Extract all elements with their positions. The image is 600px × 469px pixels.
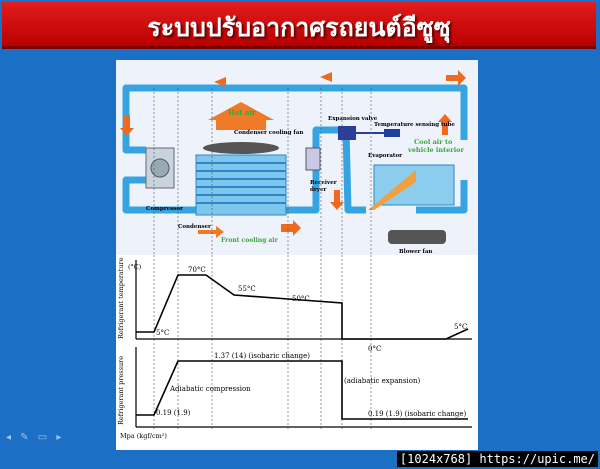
ac-system-diagram: Hot air Condenser cooling fan Compressor… xyxy=(116,60,478,255)
slide-title: ระบบปรับอากาศรถยนต์อีซูซุ xyxy=(147,13,451,42)
flow-arrow-icon xyxy=(120,115,134,136)
flow-arrow-icon xyxy=(214,77,226,87)
evaporator-label: Evaporator xyxy=(368,153,402,159)
flow-arrows xyxy=(120,70,466,236)
temp-tube-label: Temperature sensing tube xyxy=(374,122,455,128)
front-air-arrows xyxy=(198,226,224,238)
adiabatic-expansion-label: (adiabatic expansion) xyxy=(344,377,420,385)
flow-arrow-icon xyxy=(320,72,332,82)
temp-0-label: 0°C xyxy=(368,345,381,353)
condenser-fan-icon xyxy=(203,142,279,154)
cool-air-label-2: vehicle interior xyxy=(407,146,464,154)
y-top-unit: (°C) xyxy=(128,263,142,271)
cool-air-label-1: Cool air to xyxy=(414,138,453,146)
compressor-label: Compressor xyxy=(146,206,183,212)
condenser-fan-label: Condenser cooling fan xyxy=(234,130,303,136)
flow-arrow-icon xyxy=(446,70,466,86)
receiver-label-1: Receiver xyxy=(310,180,337,186)
expansion-valve-icon xyxy=(338,126,356,140)
pressure-low-right-label: 0.19 (1.9) (isobaric change) xyxy=(368,410,467,418)
refrigerant-chart-svg: Refrigerant temperature (°C) Refrigerant… xyxy=(117,255,472,440)
flow-arrow-icon xyxy=(438,114,452,135)
temperature-series-line xyxy=(136,274,469,340)
receiver-label-2: dryer xyxy=(310,187,326,193)
ac-diagram-svg: Hot air Condenser cooling fan Compressor… xyxy=(120,70,468,255)
slideshow-controls[interactable]: ◂ ✎ ▭ ▸ xyxy=(6,432,65,443)
temp-5-left-label: 5°C xyxy=(156,329,169,337)
condenser xyxy=(195,154,287,216)
receiver-dryer xyxy=(305,147,321,171)
hot-air-arrow-icon xyxy=(208,102,274,130)
x-unit-label: Mpa (kgf/cm²) xyxy=(120,432,167,440)
y-bottom-label: Refrigerant pressure xyxy=(117,356,125,425)
chart-axes xyxy=(135,260,472,428)
expansion-valve-label: Expansion valve xyxy=(328,116,378,122)
watermark: [1024x768] https://upic.me/ xyxy=(396,451,598,467)
sensing-bulb-icon xyxy=(384,129,400,137)
evaporator xyxy=(368,164,455,210)
refrigerant-pipe xyxy=(122,84,468,214)
blower-label: Blower fan xyxy=(399,249,432,255)
hot-air-label: Hot air xyxy=(228,108,256,117)
adiabatic-compression-label: Adiabatic compression xyxy=(169,385,251,393)
temp-5-right-label: 5°C xyxy=(454,323,467,331)
blower-fan-icon xyxy=(388,230,446,244)
temp-50-label: 50°C xyxy=(292,295,310,303)
compressor xyxy=(145,147,175,189)
pressure-series-line xyxy=(136,360,468,420)
temp-55-label: 55°C xyxy=(238,285,256,293)
flow-arrow-icon xyxy=(281,220,301,236)
pressure-low-left-label: 0.19 (1.9) xyxy=(156,409,191,417)
condenser-label: Condenser xyxy=(178,224,211,230)
flow-arrow-icon xyxy=(330,190,344,210)
temp-70-label: 70°C xyxy=(188,266,206,274)
front-air-label: Front cooling air xyxy=(221,237,279,244)
refrigerant-chart: Refrigerant temperature (°C) Refrigerant… xyxy=(116,255,478,450)
title-bar: ระบบปรับอากาศรถยนต์อีซูซุ xyxy=(2,2,596,49)
pressure-high-label: 1.37 (14) (isobaric change) xyxy=(214,352,310,360)
y-top-label: Refrigerant temperature xyxy=(117,257,125,339)
chart-guide-lines xyxy=(153,255,372,430)
